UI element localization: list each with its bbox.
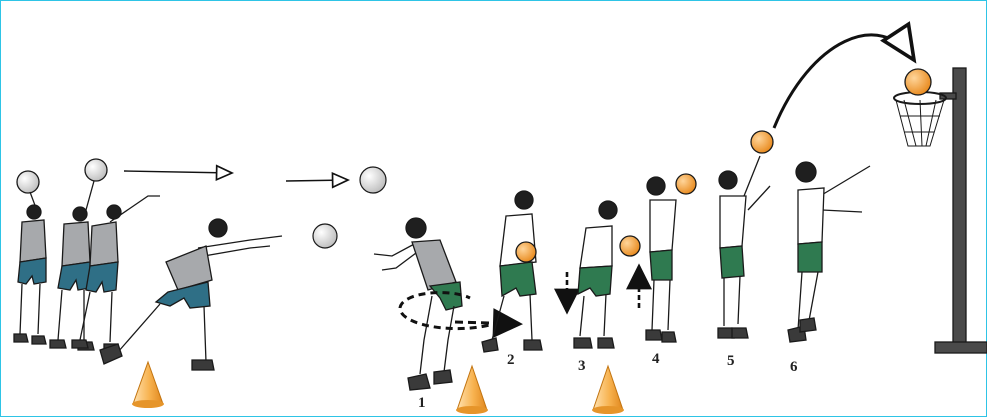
ball-orange-icon (676, 174, 696, 194)
player-step-5 (718, 131, 773, 338)
ball-white-icon (85, 159, 107, 181)
dribble-path-icon (455, 322, 520, 324)
pass-arrow-icon (124, 171, 232, 173)
player-step-2 (482, 191, 542, 352)
ball-white-icon (313, 224, 337, 248)
cone-icon (456, 406, 488, 414)
ball-orange-icon (516, 242, 536, 262)
cone-icon (132, 400, 164, 408)
cone-icon (592, 406, 624, 414)
ball-orange-icon (620, 236, 640, 256)
player-step-6 (788, 162, 870, 342)
cone-icon (457, 366, 487, 410)
basketball-hoop-icon (894, 68, 987, 353)
step-label-2: 2 (507, 352, 515, 368)
cone-icon (593, 366, 623, 410)
step-label-6: 6 (790, 359, 798, 375)
step-label-1: 1 (418, 395, 426, 411)
ball-orange-icon (905, 69, 931, 95)
player-step-1 (374, 218, 462, 390)
shot-arc-icon (774, 35, 914, 128)
player-chest-pass (100, 219, 282, 370)
pass-arrow-icon (286, 180, 348, 181)
ball-orange-icon (751, 131, 773, 153)
ball-white-icon (360, 167, 386, 193)
ball-white-icon (17, 171, 39, 193)
step-label-4: 4 (652, 351, 660, 367)
cone-icon (133, 362, 163, 404)
step-label-5: 5 (727, 353, 735, 369)
player-step-4 (646, 174, 696, 342)
step-label-3: 3 (578, 358, 586, 374)
player-overhead-pass-1 (14, 171, 46, 344)
player-step-3 (574, 201, 640, 348)
